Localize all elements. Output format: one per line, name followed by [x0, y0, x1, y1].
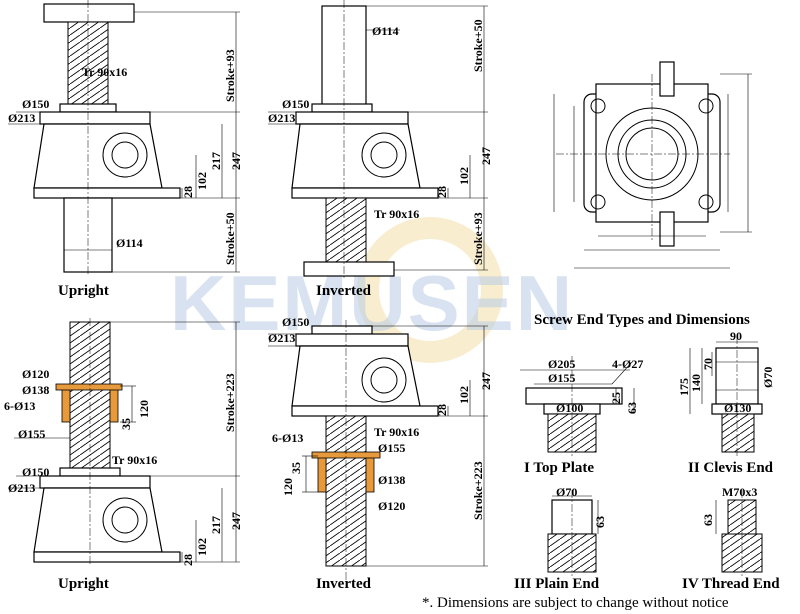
- inverted-bottom-h28-label: 28: [435, 404, 449, 416]
- top-plate-caption-label: I Top Plate: [524, 460, 594, 476]
- clevis-end-w90-label: 90: [730, 329, 742, 343]
- top-plate-h63-label: 63: [625, 402, 639, 414]
- upright-top-caption-label: Upright: [58, 283, 109, 299]
- inverted-bottom-h120-label: 120: [281, 478, 295, 496]
- inverted-bottom-caption-label: Inverted: [316, 576, 372, 592]
- inverted-top-thread-label: Tr 90x16: [374, 207, 419, 221]
- clevis-end-d70-label: Ø70: [761, 367, 775, 388]
- clevis-end-h70-label: 70: [701, 358, 715, 370]
- inverted-bottom-h247-label: 247: [479, 372, 493, 390]
- plain-end-detail: Ø70 63 III Plain End: [514, 485, 607, 592]
- top-plate-d155-label: Ø155: [548, 371, 575, 385]
- upright-bottom-d120-label: Ø120: [22, 367, 49, 381]
- upright-bottom-h28-label: 28: [181, 554, 195, 566]
- inverted-bottom-thread-label: Tr 90x16: [374, 425, 419, 439]
- clevis-end-h140-label: 140: [689, 374, 703, 392]
- inverted-bottom-d155-label: Ø155: [378, 441, 405, 455]
- upright-top-h217-label: 217: [209, 152, 223, 170]
- upright-bottom-thread-label: Tr 90x16: [112, 453, 157, 467]
- inverted-bottom-h102-label: 102: [457, 386, 471, 404]
- inverted-top-h102-label: 102: [457, 167, 471, 185]
- upright-bottom-h247-label: 247: [229, 512, 243, 530]
- top-plate-detail: Ø205 Ø155 4-Ø27 Ø100 25 63 I Top Plate: [520, 356, 643, 476]
- inverted-bottom-bolts-label: 6-Ø13: [272, 431, 303, 445]
- upright-top-stroke-top-label: Stroke+93: [223, 49, 237, 102]
- upright-top-h28-label: 28: [181, 186, 195, 198]
- upright-bottom-d138-label: Ø138: [22, 383, 49, 397]
- top-plate-d205-label: Ø205: [548, 357, 575, 371]
- inverted-bottom-stroke-label: Stroke+223: [471, 461, 485, 520]
- inverted-top-h28-label: 28: [435, 186, 449, 198]
- inverted-top-d150-label: Ø150: [282, 97, 309, 111]
- inverted-top-d114-label: Ø114: [372, 24, 399, 38]
- inverted-top-d213-label: Ø213: [268, 111, 295, 125]
- inverted-top-stroke-top-label: Stroke+50: [471, 19, 485, 72]
- inverted-top-h247-label: 247: [479, 147, 493, 165]
- clevis-end-d130-label: Ø130: [724, 401, 751, 415]
- top-plate-holes-label: 4-Ø27: [612, 357, 643, 371]
- inverted-top-view: Ø114 Ø150 Ø213 Tr 90x16 Stroke+50 Stroke…: [268, 0, 493, 299]
- upright-bottom-caption-label: Upright: [58, 576, 109, 592]
- plan-view: [553, 61, 752, 269]
- upright-bottom-h217-label: 217: [209, 516, 223, 534]
- clevis-end-detail: 90 70 140 175 Ø70 Ø130 II Clevis End: [677, 329, 775, 476]
- upright-top-stroke-bottom-label: Stroke+50: [223, 212, 237, 265]
- top-plate-d100-label: Ø100: [556, 401, 583, 415]
- upright-top-d213-label: Ø213: [8, 111, 35, 125]
- upright-bottom-h35-label: 35: [119, 418, 133, 430]
- screw-ends-section: Screw End Types and Dimensions Ø205 Ø155…: [514, 312, 780, 592]
- upright-top-d114-label: Ø114: [116, 236, 143, 250]
- upright-top-h247-label: 247: [229, 152, 243, 170]
- clevis-end-caption-label: II Clevis End: [688, 460, 774, 476]
- top-plate-h25-label: 25: [609, 392, 623, 404]
- inverted-bottom-h35-label: 35: [289, 462, 303, 474]
- upright-top-h102-label: 102: [195, 172, 209, 190]
- upright-bottom-d213-label: Ø213: [8, 481, 35, 495]
- inverted-bottom-d150-label: Ø150: [282, 315, 309, 329]
- thread-end-thread-label: M70x3: [722, 485, 757, 499]
- footnote: *. Dimensions are subject to change with…: [422, 595, 729, 611]
- inverted-bottom-d120-label: Ø120: [378, 499, 405, 513]
- upright-bottom-h120-label: 120: [137, 400, 151, 418]
- upright-bottom-stroke-label: Stroke+223: [223, 373, 237, 432]
- upright-bottom-d155-label: Ø155: [18, 427, 45, 441]
- upright-top-d150-label: Ø150: [22, 97, 49, 111]
- plain-end-caption-label: III Plain End: [514, 576, 600, 592]
- upright-top-thread-label: Tr 90x16: [82, 65, 127, 79]
- thread-end-detail: M70x3 63 IV Thread End: [682, 485, 780, 592]
- upright-top-view: Tr 90x16 Ø150 Ø213 Ø114 Stroke+93 Stroke…: [8, 0, 243, 299]
- upright-bottom-bolts-label: 6-Ø13: [4, 399, 35, 413]
- screw-ends-title-label: Screw End Types and Dimensions: [534, 312, 750, 328]
- inverted-top-caption-label: Inverted: [316, 283, 372, 299]
- inverted-bottom-view: Ø150 Ø213 Tr 90x16 6-Ø13 Ø155 Ø138 Ø120 …: [268, 315, 493, 592]
- plain-end-d70-label: Ø70: [556, 485, 577, 499]
- clevis-end-h175-label: 175: [677, 378, 691, 396]
- inverted-bottom-d213-label: Ø213: [268, 331, 295, 345]
- inverted-bottom-d138-label: Ø138: [378, 473, 405, 487]
- plain-end-h63-label: 63: [593, 516, 607, 528]
- upright-bottom-view: Ø120 Ø138 6-Ø13 Ø155 120 35 Tr 90x16 Ø15…: [4, 318, 243, 592]
- thread-end-h63-label: 63: [701, 514, 715, 526]
- thread-end-caption-label: IV Thread End: [682, 576, 780, 592]
- upright-bottom-h102-label: 102: [195, 538, 209, 556]
- inverted-top-stroke-bottom-label: Stroke+93: [471, 212, 485, 265]
- upright-bottom-d150-label: Ø150: [22, 465, 49, 479]
